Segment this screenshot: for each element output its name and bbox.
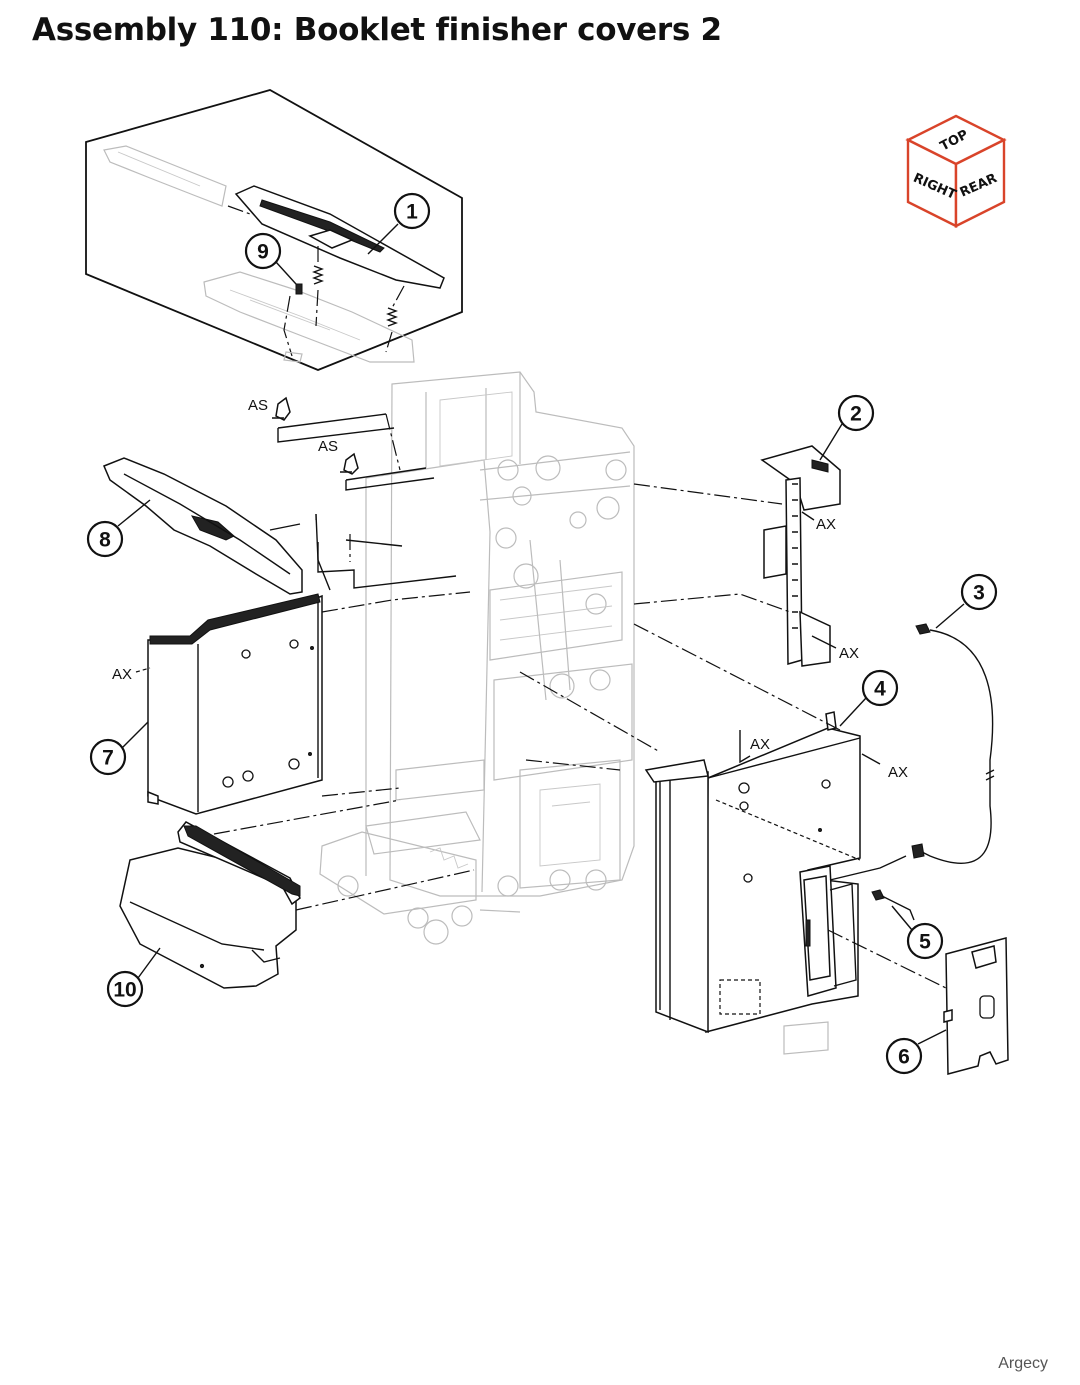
page-title: Assembly 110: Booklet finisher covers 2 <box>32 12 722 48</box>
watermark-text: Argecy <box>998 1355 1048 1372</box>
spring-left <box>312 246 324 327</box>
inset-part-1 <box>227 185 445 289</box>
spring-right <box>385 285 405 353</box>
inset-detail-box <box>85 89 463 371</box>
part-6-plate <box>943 937 1009 1075</box>
callout-10: 10 <box>106 947 161 1008</box>
finisher-frame-ghost <box>319 371 635 945</box>
as-label-upper: AS <box>248 397 268 414</box>
callout-6: 6 <box>885 1029 947 1075</box>
svg-text:1: 1 <box>406 201 418 224</box>
callout-2: 2 <box>819 394 875 461</box>
callout-9: 9 <box>244 232 297 285</box>
ax-label-part4-a: AX <box>750 736 770 753</box>
as-clip-upper: AS <box>248 396 401 471</box>
ax-label-part4-b: AX <box>888 764 908 781</box>
svg-text:8: 8 <box>99 529 111 552</box>
callout-8: 8 <box>86 499 151 558</box>
svg-text:3: 3 <box>973 582 985 605</box>
svg-text:9: 9 <box>257 241 269 264</box>
ax-label-part2-upper: AX <box>816 516 836 533</box>
part-3-cable <box>911 623 995 864</box>
svg-text:7: 7 <box>102 747 114 770</box>
callout-4: 4 <box>839 669 899 727</box>
callout-1: 1 <box>367 192 431 255</box>
part-7-side-cover: AX <box>112 591 471 815</box>
svg-text:4: 4 <box>874 678 886 701</box>
svg-text:10: 10 <box>113 979 136 1002</box>
as-label-lower: AS <box>318 438 338 455</box>
svg-text:5: 5 <box>919 931 931 954</box>
part-10-lower-cover <box>119 799 475 989</box>
part-4-rear-cover: AX AX <box>519 623 908 1055</box>
part-5-harness-bracket <box>799 855 947 997</box>
callout-7: 7 <box>89 721 149 776</box>
part-8-cover <box>103 457 457 595</box>
svg-text:2: 2 <box>850 403 862 426</box>
callout-3: 3 <box>935 573 998 629</box>
ax-label-part7: AX <box>112 666 132 683</box>
ax-label-part2-lower: AX <box>839 645 859 662</box>
orientation-cube: TOP RIGHT REAR <box>905 114 1007 228</box>
part-2-bracket: AX AX <box>633 445 859 667</box>
callout-5: 5 <box>891 905 944 960</box>
svg-text:6: 6 <box>898 1046 910 1069</box>
as-clip-lower: AS <box>318 438 435 491</box>
